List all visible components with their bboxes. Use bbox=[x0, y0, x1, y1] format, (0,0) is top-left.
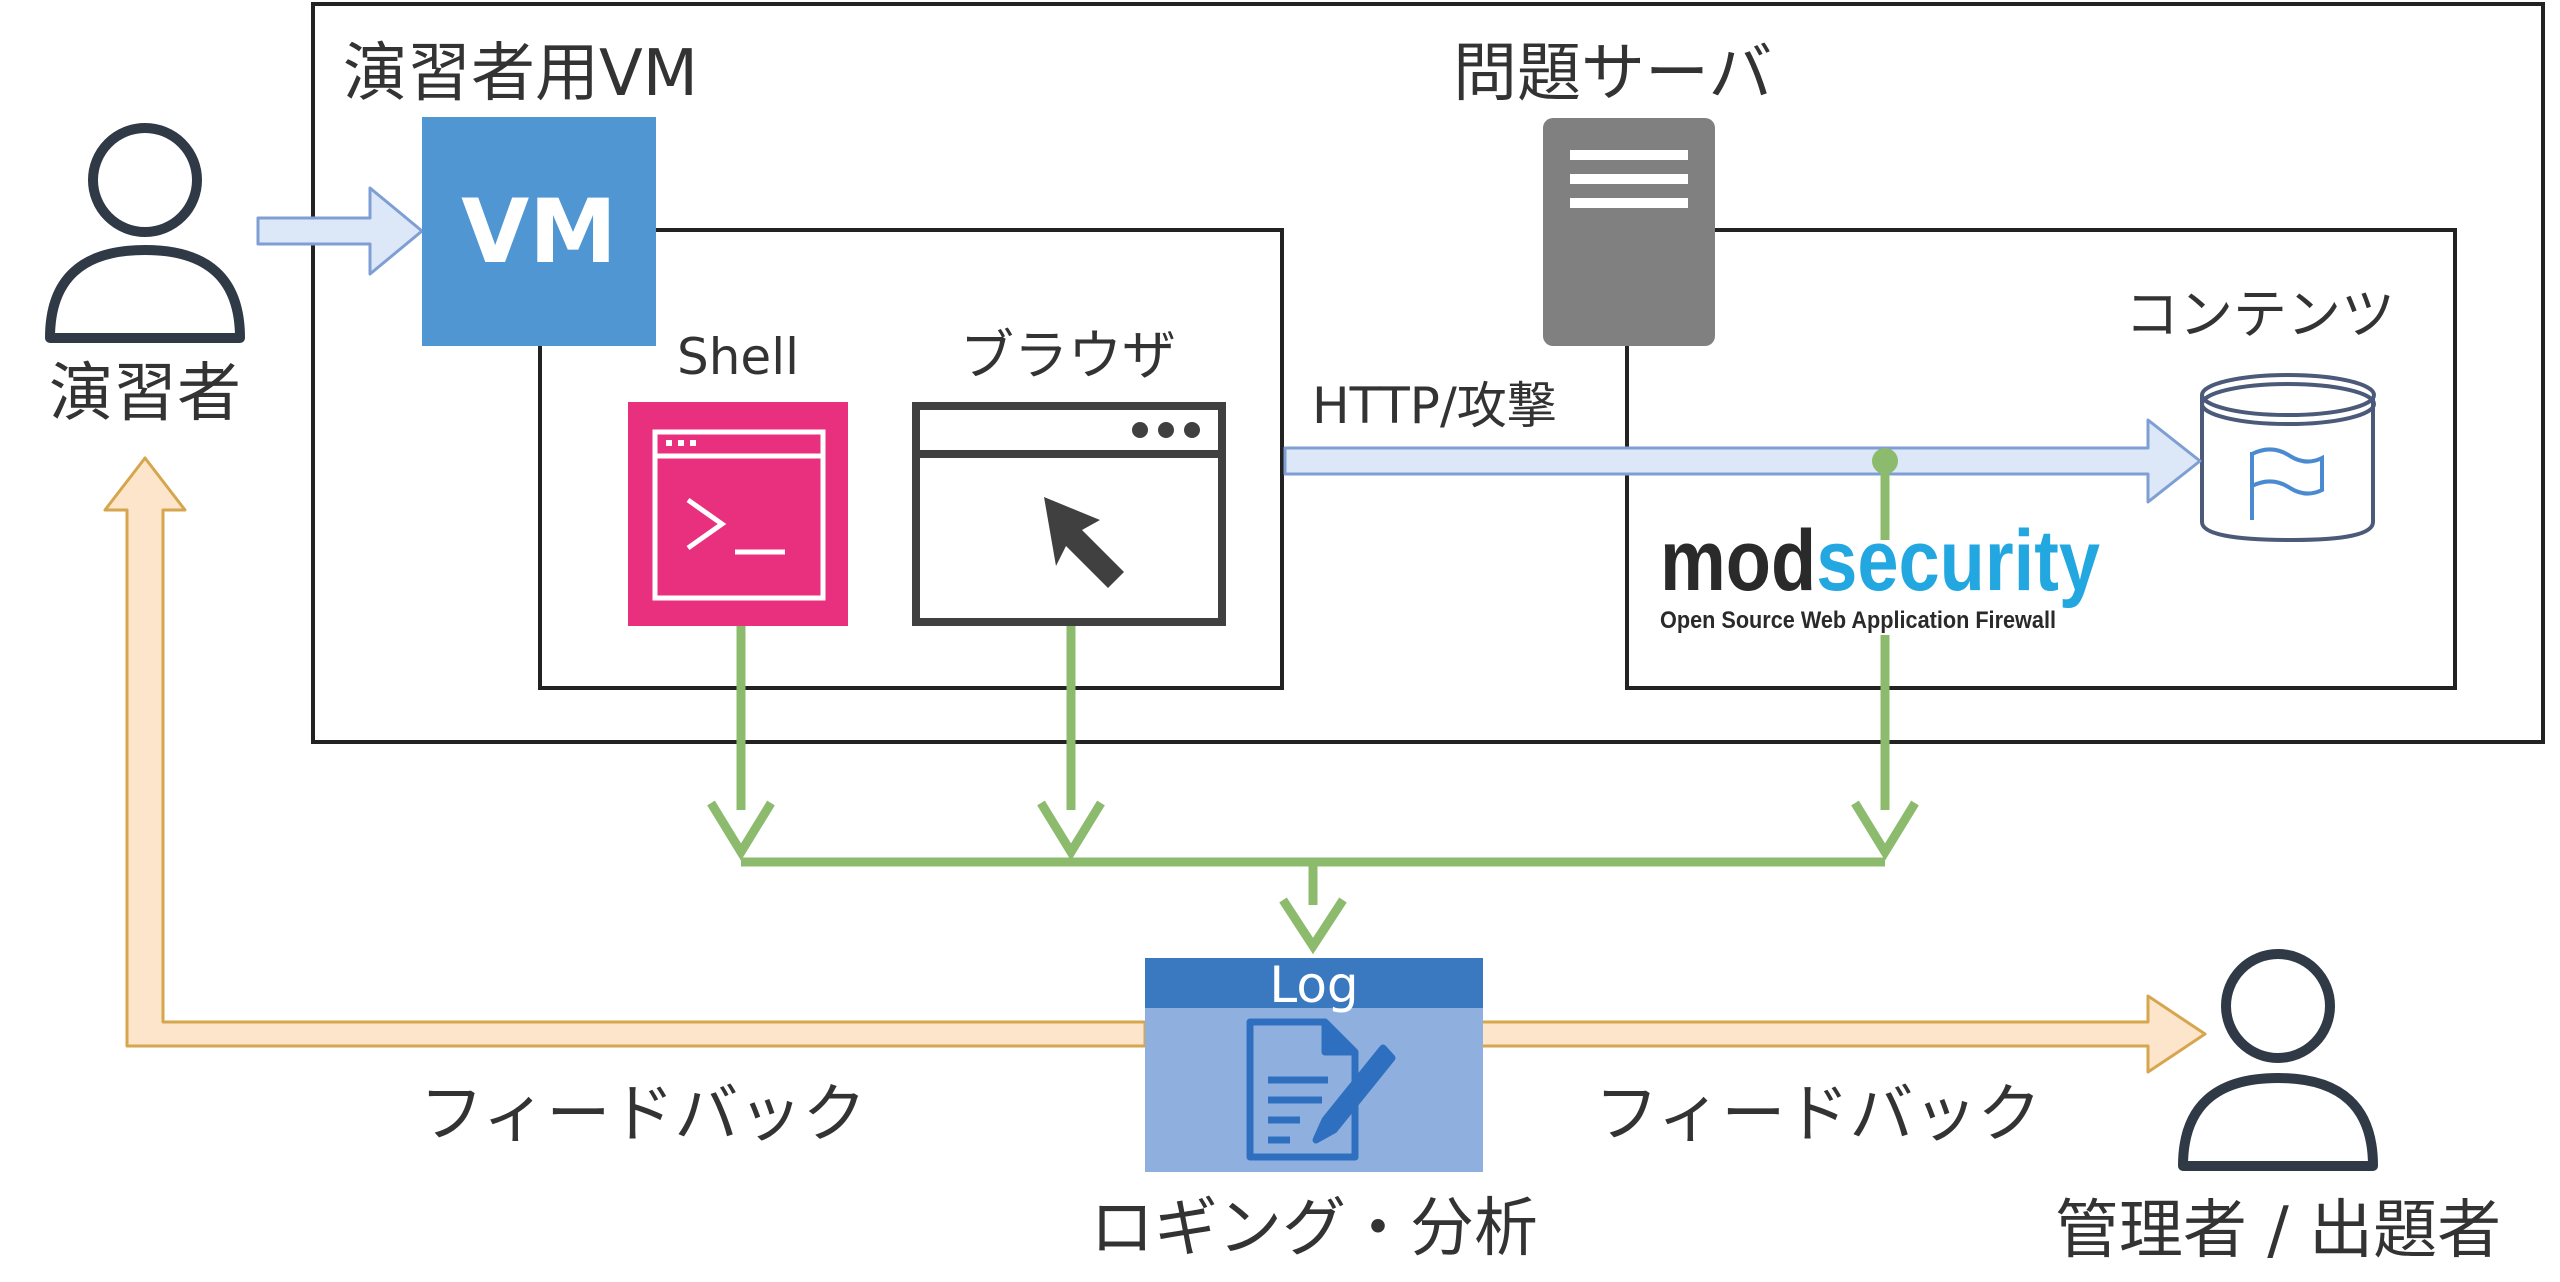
trainee-to-vm-arrow bbox=[256, 186, 424, 276]
modsecurity-tagline: Open Source Web Application Firewall bbox=[1660, 607, 2056, 634]
feedback-arrow-left bbox=[103, 456, 1147, 1048]
http-attack-arrow bbox=[1283, 418, 2202, 504]
modsecurity-logo: modsecurity Open Source Web Application … bbox=[1660, 513, 2100, 634]
log-title: Log bbox=[1269, 956, 1358, 1014]
server-icon bbox=[1543, 118, 1715, 346]
database-flag-icon bbox=[2200, 373, 2376, 543]
feedback-left-label: フィードバック bbox=[420, 1078, 867, 1152]
terminal-icon bbox=[628, 402, 848, 626]
admin-label: 管理者 / 出題者 bbox=[2055, 1194, 2501, 1268]
vm-badge-label: VM bbox=[461, 180, 617, 283]
cursor-icon bbox=[1044, 497, 1124, 588]
feedback-arrow-right bbox=[1478, 994, 2207, 1074]
document-pen-icon bbox=[1246, 1018, 1396, 1161]
browser-label: ブラウザ bbox=[960, 324, 1176, 387]
trainee-person-icon bbox=[45, 123, 245, 343]
problem-server-title: 問題サーバ bbox=[1453, 37, 1772, 111]
svg-text:modsecurity: modsecurity bbox=[1660, 513, 2100, 609]
browser-window-icon bbox=[912, 402, 1226, 626]
admin-person-icon bbox=[2178, 949, 2378, 1171]
modsecurity-security-text: security bbox=[1816, 513, 2100, 609]
logging-analysis-label: ロギング・分析 bbox=[1090, 1192, 1538, 1266]
contents-label: コンテンツ bbox=[2125, 283, 2395, 346]
trainee-vm-title: 演習者用VM bbox=[343, 37, 698, 111]
feedback-right-label: フィードバック bbox=[1595, 1078, 2042, 1152]
outer-frame bbox=[311, 2, 2545, 744]
tap-point bbox=[1872, 448, 1898, 474]
shell-label: Shell bbox=[677, 328, 799, 386]
vm-badge bbox=[422, 117, 656, 346]
trainee-label: 演習者 bbox=[49, 357, 241, 431]
modsecurity-mod-text: mod bbox=[1660, 513, 1816, 609]
http-attack-label: HTTP/攻撃 bbox=[1312, 377, 1557, 435]
log-flow-arrowheads bbox=[707, 800, 1919, 955]
log-flow-lines bbox=[736, 461, 1890, 905]
